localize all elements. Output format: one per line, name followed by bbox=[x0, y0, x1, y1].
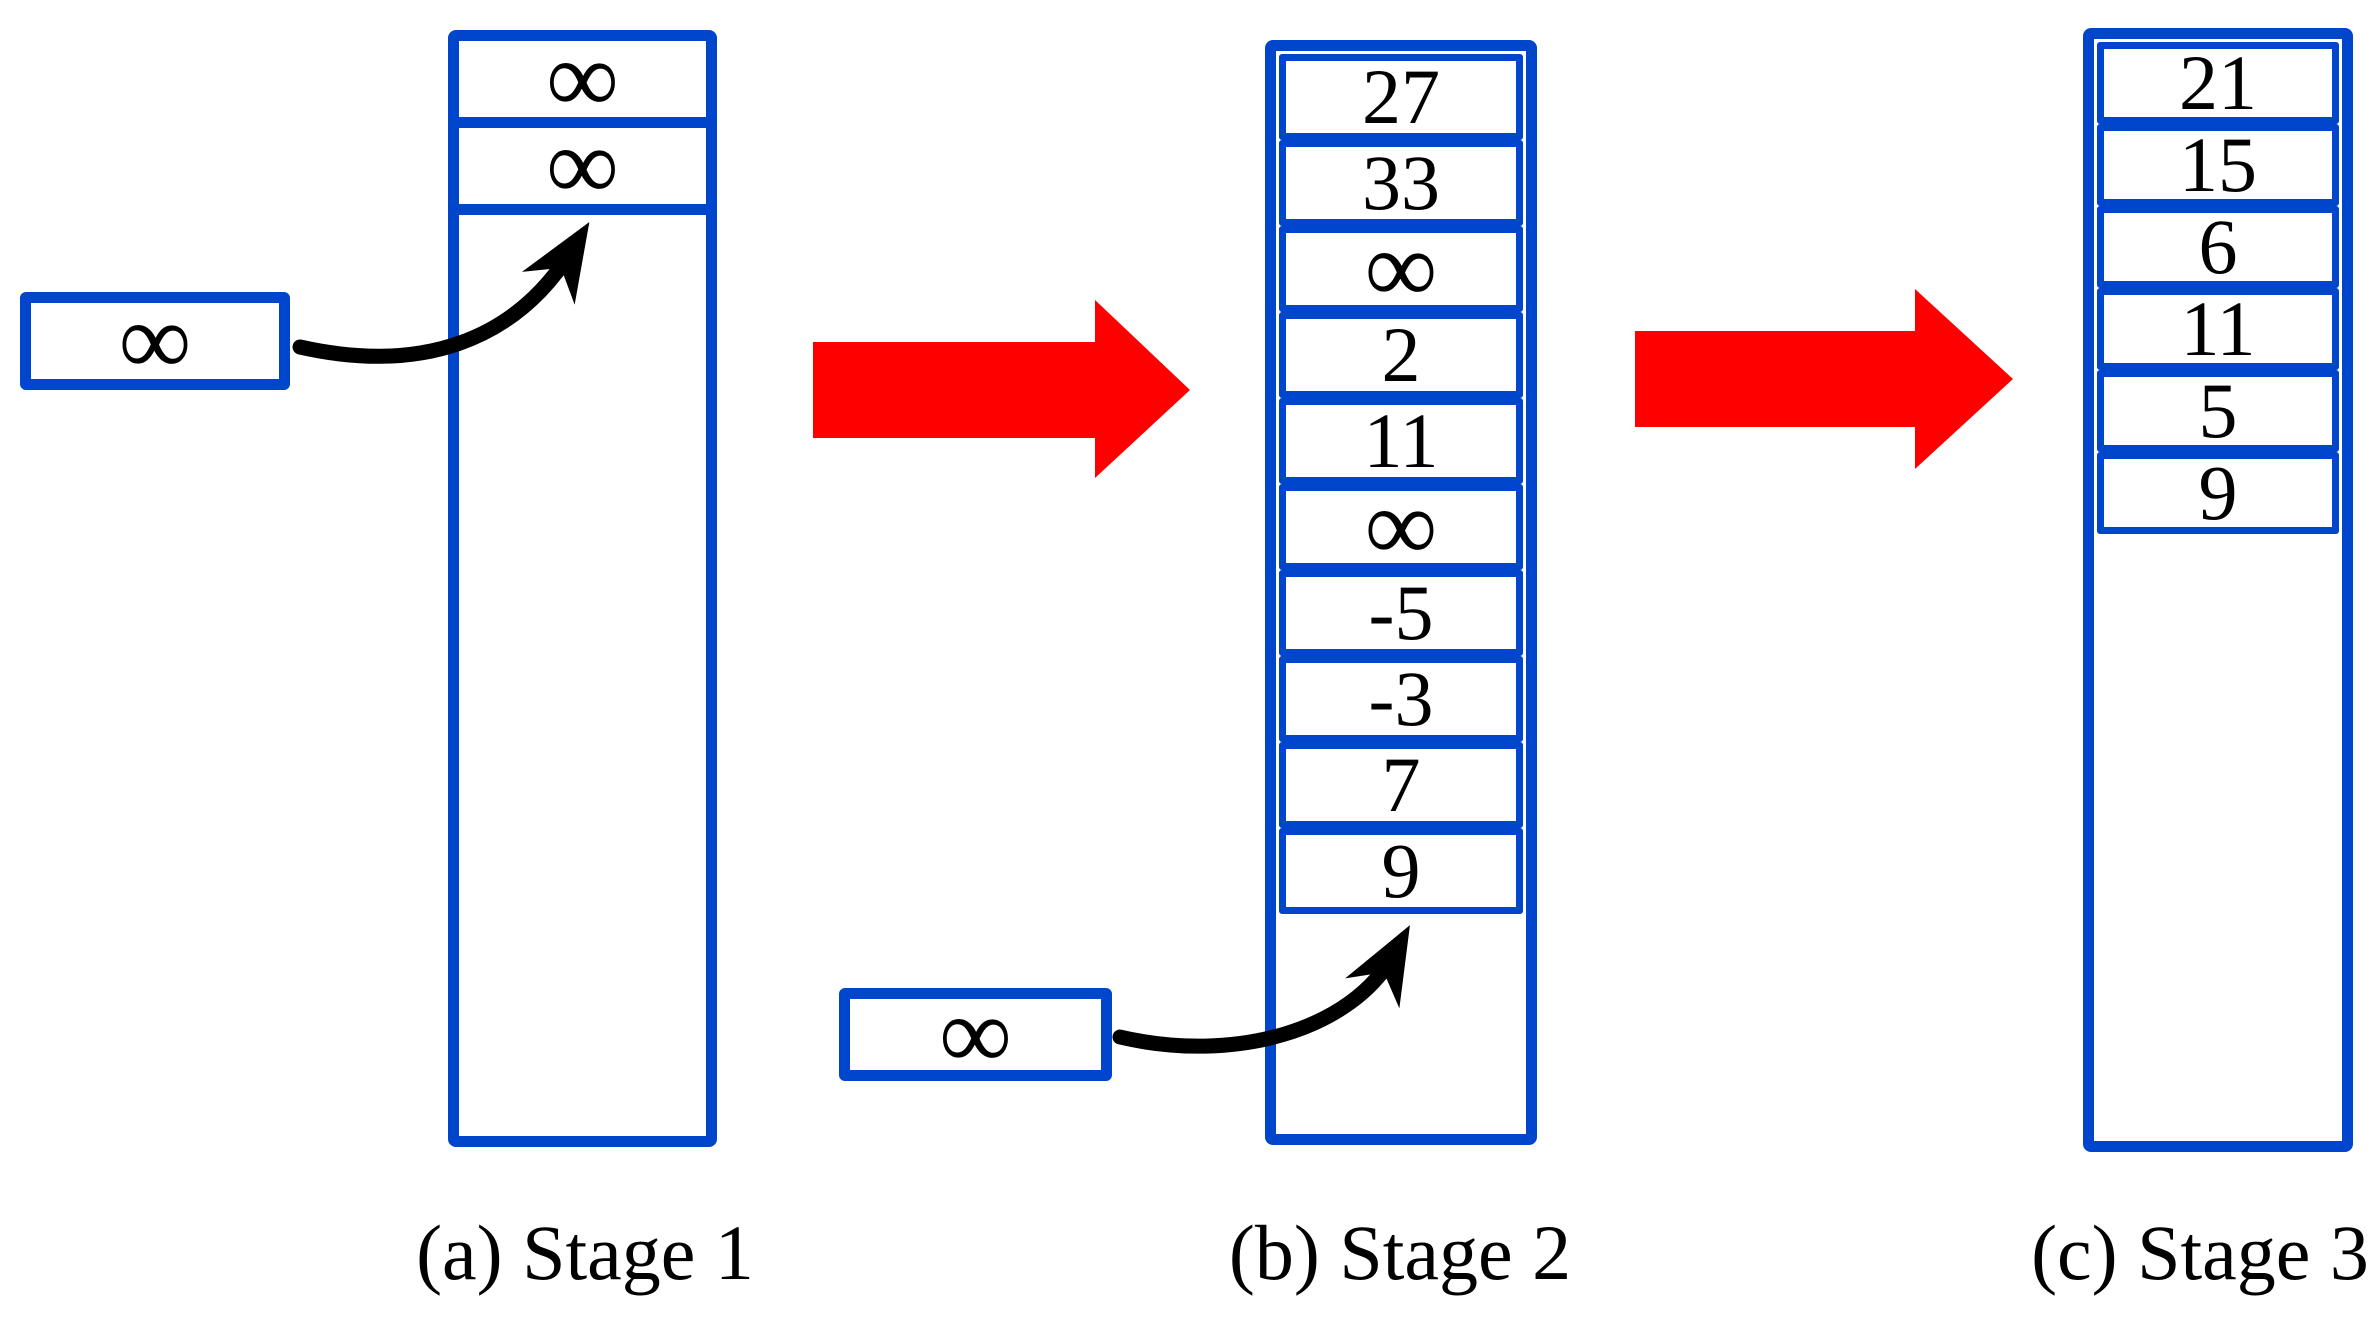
stage3-cell-5: 9 bbox=[2097, 452, 2339, 534]
stage2-pending-value-box: ∞ bbox=[839, 977, 1112, 1091]
stage3-cell-1: 15 bbox=[2097, 124, 2339, 206]
stage2-cell-9: 9 bbox=[1279, 828, 1523, 914]
stage2-cell-0: 27 bbox=[1279, 54, 1523, 140]
stage2-cell-2: ∞ bbox=[1279, 218, 1523, 320]
stage2-cell-6: -5 bbox=[1279, 570, 1523, 656]
stage1-pending-value-box: ∞ bbox=[20, 284, 290, 398]
stage2-cell-8: 7 bbox=[1279, 742, 1523, 828]
stage1-cell-1: ∞ bbox=[459, 115, 706, 217]
stage2-to-stage3-arrow-icon bbox=[1635, 289, 2013, 469]
stage2-cell-4: 11 bbox=[1279, 398, 1523, 484]
stage2-cell-7: -3 bbox=[1279, 656, 1523, 742]
stage1-to-stage2-arrow-icon bbox=[813, 300, 1190, 478]
stage1-pending-value: ∞ bbox=[118, 284, 192, 398]
stage3-cell-2: 6 bbox=[2097, 206, 2339, 288]
stage2-pending-value: ∞ bbox=[939, 977, 1012, 1091]
stage2-cell-1: 33 bbox=[1279, 140, 1523, 226]
stage3-cell-0: 21 bbox=[2097, 42, 2339, 124]
stage1-array-column: ∞ ∞ bbox=[448, 28, 717, 1147]
stage2-cell-5: ∞ bbox=[1279, 476, 1523, 578]
stage2-caption: (b) Stage 2 bbox=[1228, 1209, 1572, 1296]
stage3-cell-4: 5 bbox=[2097, 370, 2339, 452]
stage1-caption: (a) Stage 1 bbox=[416, 1209, 754, 1296]
stage2-array-column: 27 33 ∞ 2 11 ∞ -5 -3 7 9 bbox=[1265, 40, 1537, 1145]
stage2-cell-3: 2 bbox=[1279, 312, 1523, 398]
stage1-cell-0: ∞ bbox=[459, 28, 706, 130]
stage3-cell-3: 11 bbox=[2097, 288, 2339, 370]
stage3-array-column: 21 15 6 11 5 9 bbox=[2083, 28, 2353, 1152]
stage3-caption: (c) Stage 3 bbox=[2031, 1209, 2369, 1296]
